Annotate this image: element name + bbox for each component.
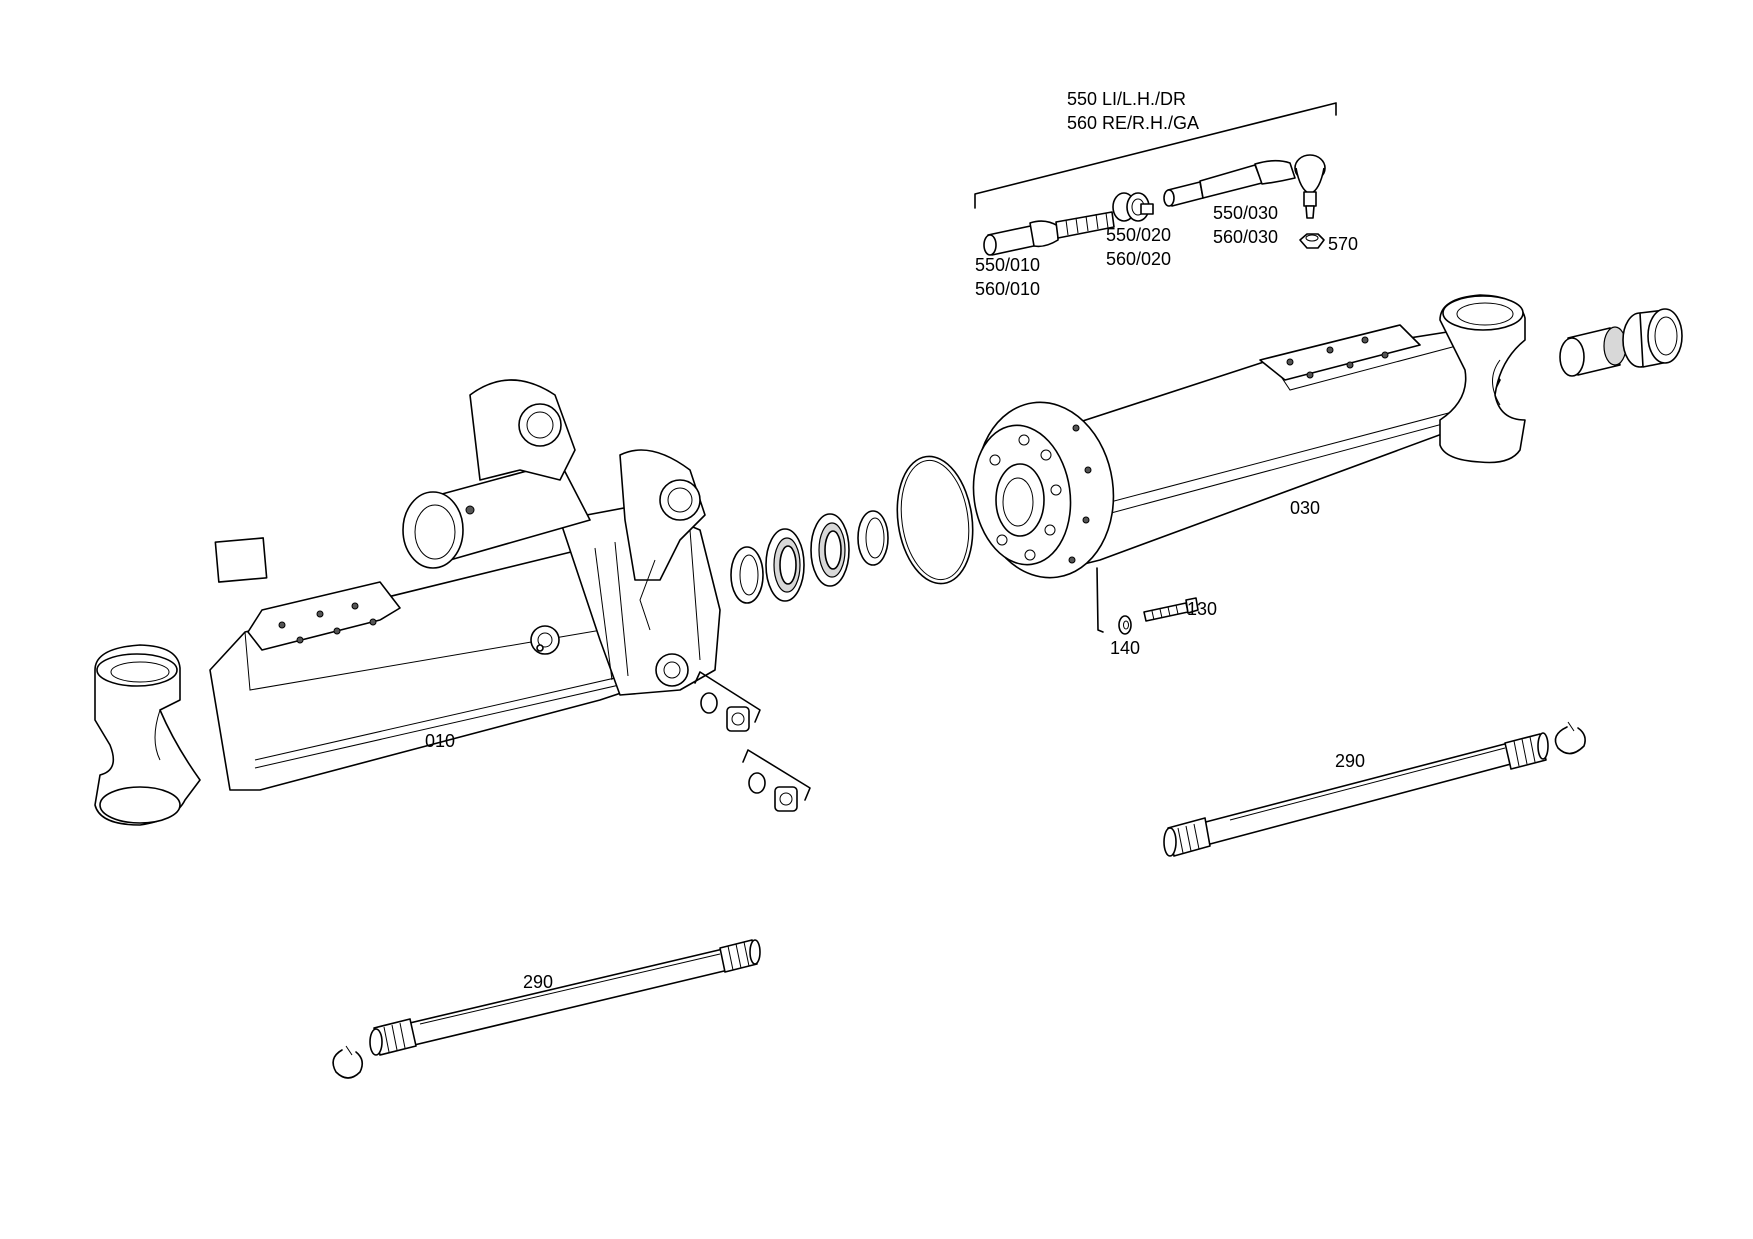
o-ring-large <box>896 455 974 585</box>
group-bracket-line <box>974 102 1337 209</box>
label-570: 570 <box>1328 234 1358 254</box>
seal-ring-right <box>857 510 889 566</box>
label-290-left: 290 <box>523 972 553 992</box>
drain-plug-lower <box>742 749 811 812</box>
part-550-030-tie-rod-end <box>1163 154 1326 219</box>
label-560-030: 560/030 <box>1213 227 1278 247</box>
label-140: 140 <box>1110 638 1140 658</box>
part-010-axle-housing-left <box>94 379 721 826</box>
label-030: 030 <box>1290 498 1320 518</box>
part-570-nut <box>1299 233 1325 249</box>
label-010: 010 <box>425 731 455 751</box>
part-290-shaft-left <box>369 939 761 1056</box>
seal-ring-left <box>730 546 764 604</box>
tie-rod-assembly <box>974 102 1337 256</box>
bearing-right <box>810 513 850 587</box>
label-550-030: 550/030 <box>1213 203 1278 223</box>
drain-plug-upper <box>694 671 761 732</box>
part-550-020-clamp <box>1112 192 1154 222</box>
part-550-010-inner-joint <box>983 211 1115 256</box>
bearing-left <box>765 528 805 602</box>
gasket-plate <box>214 537 268 583</box>
label-550-020: 550/020 <box>1106 225 1171 245</box>
part-130-bolt <box>1143 597 1199 622</box>
label-130: 130 <box>1187 599 1217 619</box>
label-560-010: 560/010 <box>975 279 1040 299</box>
bearing-cup-right <box>1622 308 1683 368</box>
label-group-560: 560 RE/R.H./GA <box>1067 113 1199 133</box>
part-030-axle-housing-right <box>972 294 1526 633</box>
snap-ring-left <box>332 1045 364 1079</box>
label-290-right: 290 <box>1335 751 1365 771</box>
label-560-020: 560/020 <box>1106 249 1171 269</box>
label-550-010: 550/010 <box>975 255 1040 275</box>
snap-ring-right <box>1554 721 1586 755</box>
part-290-shaft-right <box>1163 732 1549 857</box>
bushing-right <box>1559 326 1627 377</box>
label-group-550: 550 LI/L.H./DR <box>1067 89 1186 109</box>
leader-130-140 <box>1096 567 1104 633</box>
part-140-washer <box>1118 615 1132 635</box>
